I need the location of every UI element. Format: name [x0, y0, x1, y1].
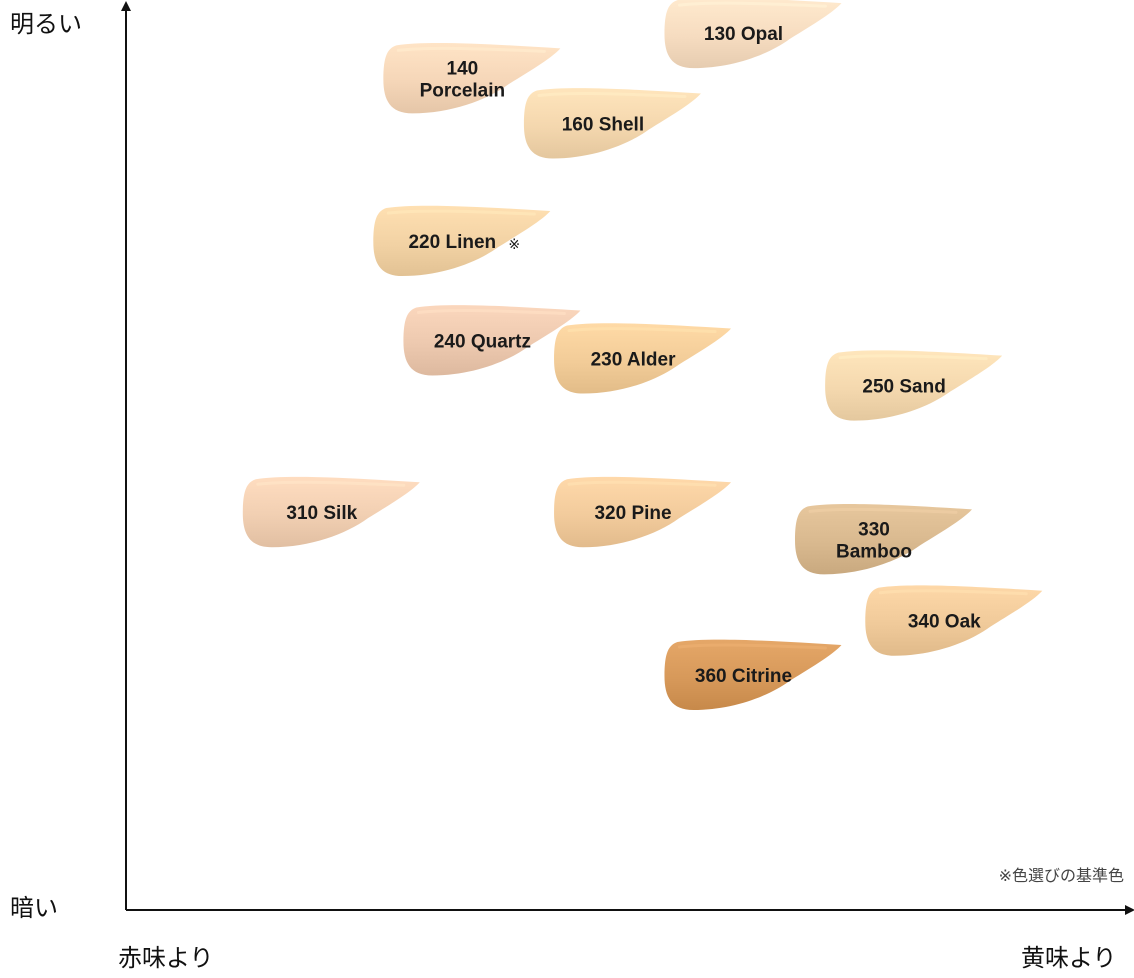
- swatch-label: 230 Alder: [591, 350, 676, 371]
- swatch-blob: [242, 476, 420, 548]
- swatch-highlight: [677, 1, 827, 8]
- swatch-label: Porcelain: [420, 80, 506, 101]
- swatch-highlight: [838, 354, 988, 361]
- swatch-label: 330: [858, 519, 890, 540]
- swatch-highlight: [386, 209, 536, 216]
- swatch-label: 310 Silk: [286, 503, 357, 524]
- swatch-label: 160 Shell: [562, 115, 644, 136]
- swatch-highlight: [878, 589, 1028, 596]
- shade-swatch: 240 Quartz: [403, 305, 581, 376]
- swatch-label: 360 Citrine: [695, 666, 792, 687]
- swatch-highlight: [416, 309, 566, 315]
- swatch-highlight: [537, 92, 687, 99]
- reference-marker: ※: [508, 237, 520, 253]
- shade-swatch: 360 Citrine: [664, 639, 842, 710]
- swatch-highlight: [677, 643, 827, 650]
- shade-swatch: 310 Silk: [242, 476, 420, 548]
- swatch-label: 130 Opal: [704, 24, 783, 45]
- shade-swatch: 250 Sand: [825, 350, 1003, 421]
- shade-swatch: 160 Shell: [523, 88, 701, 159]
- swatch-blob: [403, 305, 581, 376]
- swatch-highlight: [808, 507, 958, 514]
- swatch-blob: [825, 350, 1003, 421]
- swatch-label: 340 Oak: [908, 612, 981, 633]
- swatch-blob: [523, 88, 701, 159]
- swatch-blob: [373, 205, 551, 277]
- x-axis-right-label: 黄味より: [1021, 944, 1117, 972]
- swatch-label: 240 Quartz: [434, 331, 531, 352]
- shade-swatch: 230 Alder: [554, 323, 732, 394]
- swatch-blob: [554, 323, 732, 394]
- y-axis-bottom-label: 暗い: [10, 894, 58, 922]
- swatch-label: 220 Linen: [408, 232, 496, 253]
- shade-swatch: 130 Opal: [664, 0, 842, 69]
- swatch-label: 250 Sand: [862, 377, 945, 398]
- x-axis-left-label: 赤味より: [118, 944, 214, 972]
- swatch-blob: [664, 639, 842, 710]
- swatch-highlight: [256, 480, 406, 487]
- swatch-label: Bamboo: [836, 541, 912, 562]
- shade-swatch: 340 Oak: [865, 585, 1043, 656]
- swatch-blob: [554, 476, 732, 548]
- swatch-blob: [795, 504, 972, 575]
- swatch-blob: [664, 0, 842, 69]
- swatch-highlight: [567, 480, 717, 487]
- footnote: ※色選びの基準色: [998, 866, 1124, 885]
- swatch-label: 320 Pine: [594, 503, 671, 524]
- swatch-label: 140: [447, 58, 479, 79]
- shade-swatch: 220 Linen ※: [373, 205, 551, 277]
- y-axis-top-label: 明るい: [10, 10, 82, 38]
- swatch-highlight: [567, 327, 717, 334]
- shade-swatch: 320 Pine: [554, 476, 732, 548]
- swatch-blob: [383, 42, 561, 114]
- swatch-highlight: [396, 46, 546, 53]
- swatch-blob: [865, 585, 1043, 656]
